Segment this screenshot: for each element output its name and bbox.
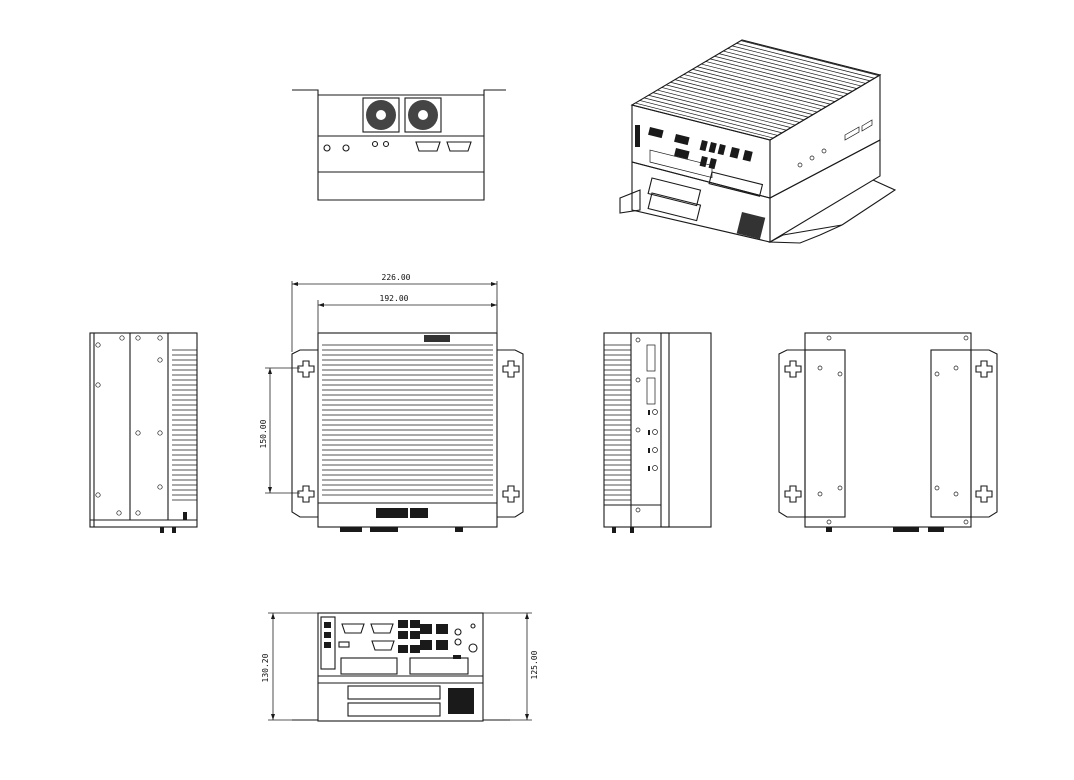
serial-port-icon: [415, 141, 441, 152]
mounting-hole-icon: [297, 360, 520, 503]
fan-icon: [404, 97, 442, 133]
led-icon: [382, 140, 390, 148]
led-icon: [371, 140, 379, 148]
front-view: 226.00 192.00 150.00: [259, 273, 524, 532]
dim-overall-width: 226.00: [382, 273, 411, 282]
isometric-view: [619, 39, 897, 244]
dim-rear-height: 130.20: [261, 653, 270, 682]
right-side-view: [603, 332, 712, 533]
bottom-view: [778, 332, 998, 532]
fan-icon: [362, 97, 400, 133]
antenna-port-icon: [342, 144, 350, 152]
dim-inner-width: 192.00: [380, 294, 409, 303]
left-side-view: [89, 332, 198, 533]
serial-port-icon: [446, 141, 472, 152]
top-view: [292, 89, 506, 201]
mounting-hole-icon: [784, 360, 993, 503]
dim-body-height: 125.00: [530, 650, 539, 679]
rear-view: 130.20 125.00: [261, 612, 539, 722]
antenna-port-icon: [323, 144, 331, 152]
dim-mount-spacing: 150.00: [259, 419, 268, 448]
